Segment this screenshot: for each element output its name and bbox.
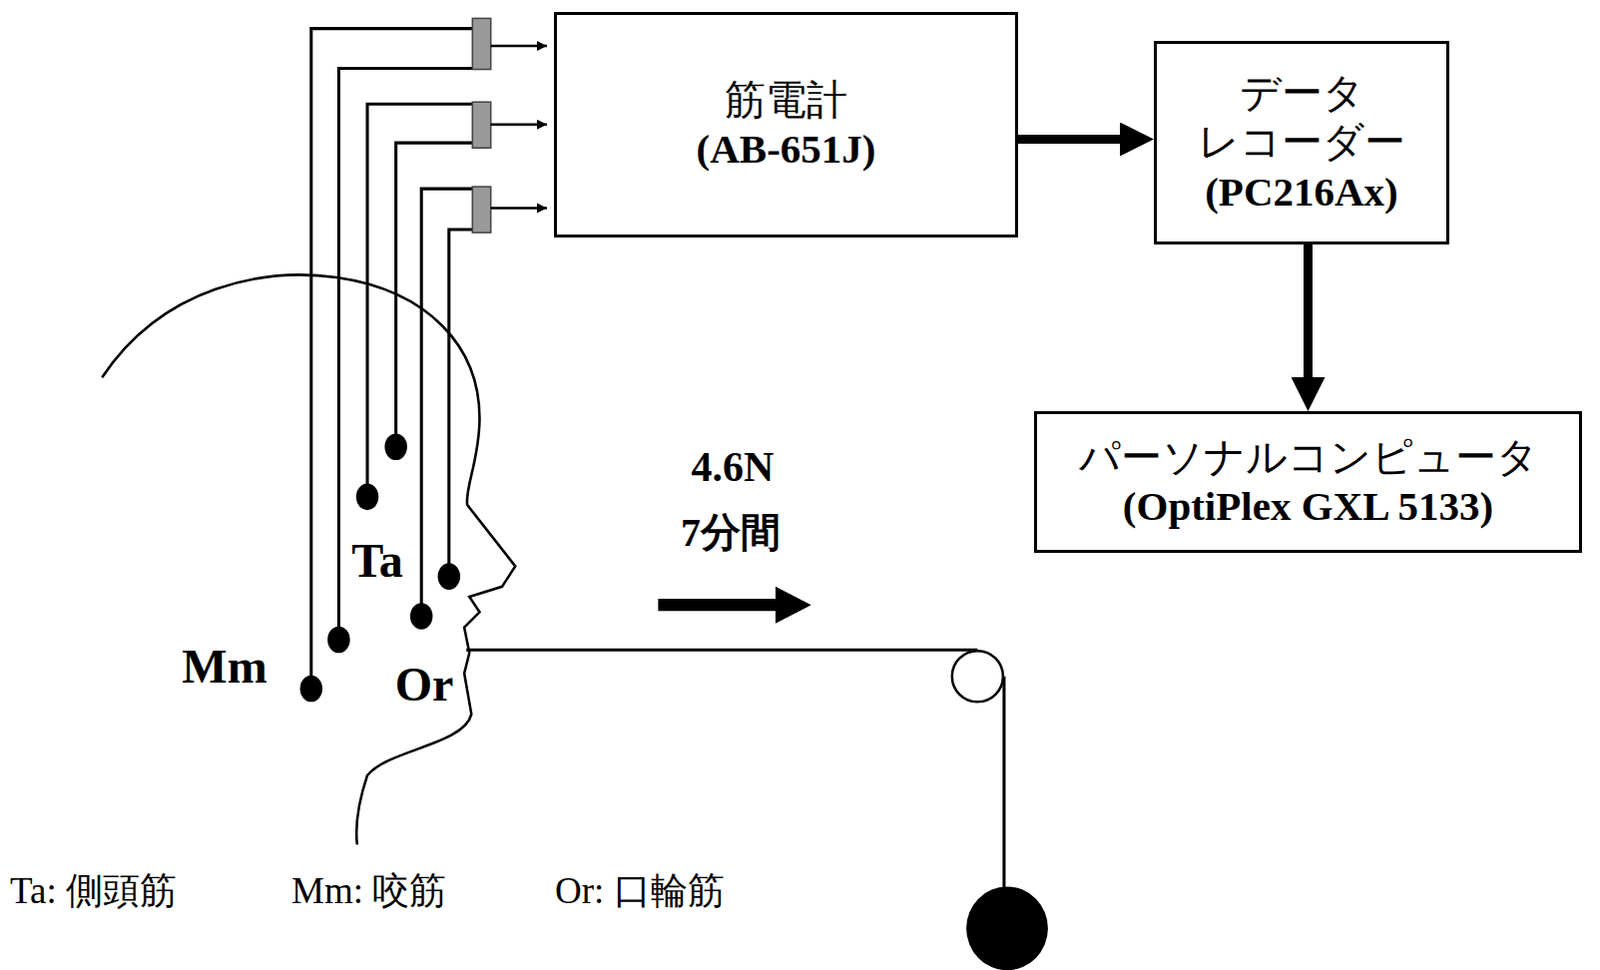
muscle-label: Ta <box>351 534 404 588</box>
muscle-label: Or <box>395 658 455 712</box>
device-box: パーソナルコンピュータ(OptiPlex GXL 5133) <box>1034 411 1583 553</box>
device-box: データ レコーダー(PC216Ax) <box>1153 40 1450 245</box>
signal-arrow <box>491 45 547 209</box>
flow-arrow <box>1018 134 1120 144</box>
muscle-label: Mm <box>181 640 267 694</box>
legend-text: Or: 口輪筋 <box>554 871 725 913</box>
model-number: (OptiPlex GXL 5133) <box>1122 482 1494 532</box>
electrode-wires <box>311 28 474 689</box>
duration-label: 7分間 <box>680 511 781 555</box>
model-number: (PC216Ax) <box>1204 167 1399 217</box>
model-number: (AB-651J) <box>696 124 877 174</box>
legend-text: Ta: 側頭筋 <box>9 871 177 913</box>
flow-arrow <box>1303 244 1313 378</box>
connector-plug <box>472 17 491 233</box>
force-label: 4.6N <box>691 444 775 491</box>
pulley-weight <box>466 649 1049 970</box>
legend-text: Mm: 咬筋 <box>291 871 447 913</box>
device-box: 筋電計(AB-651J) <box>553 11 1019 238</box>
device-name: パーソナルコンピュータ <box>1078 433 1539 483</box>
head-outline <box>101 275 516 846</box>
device-name: データ レコーダー <box>1176 68 1427 167</box>
device-name: 筋電計 <box>724 75 848 125</box>
force-arrow <box>657 586 811 624</box>
